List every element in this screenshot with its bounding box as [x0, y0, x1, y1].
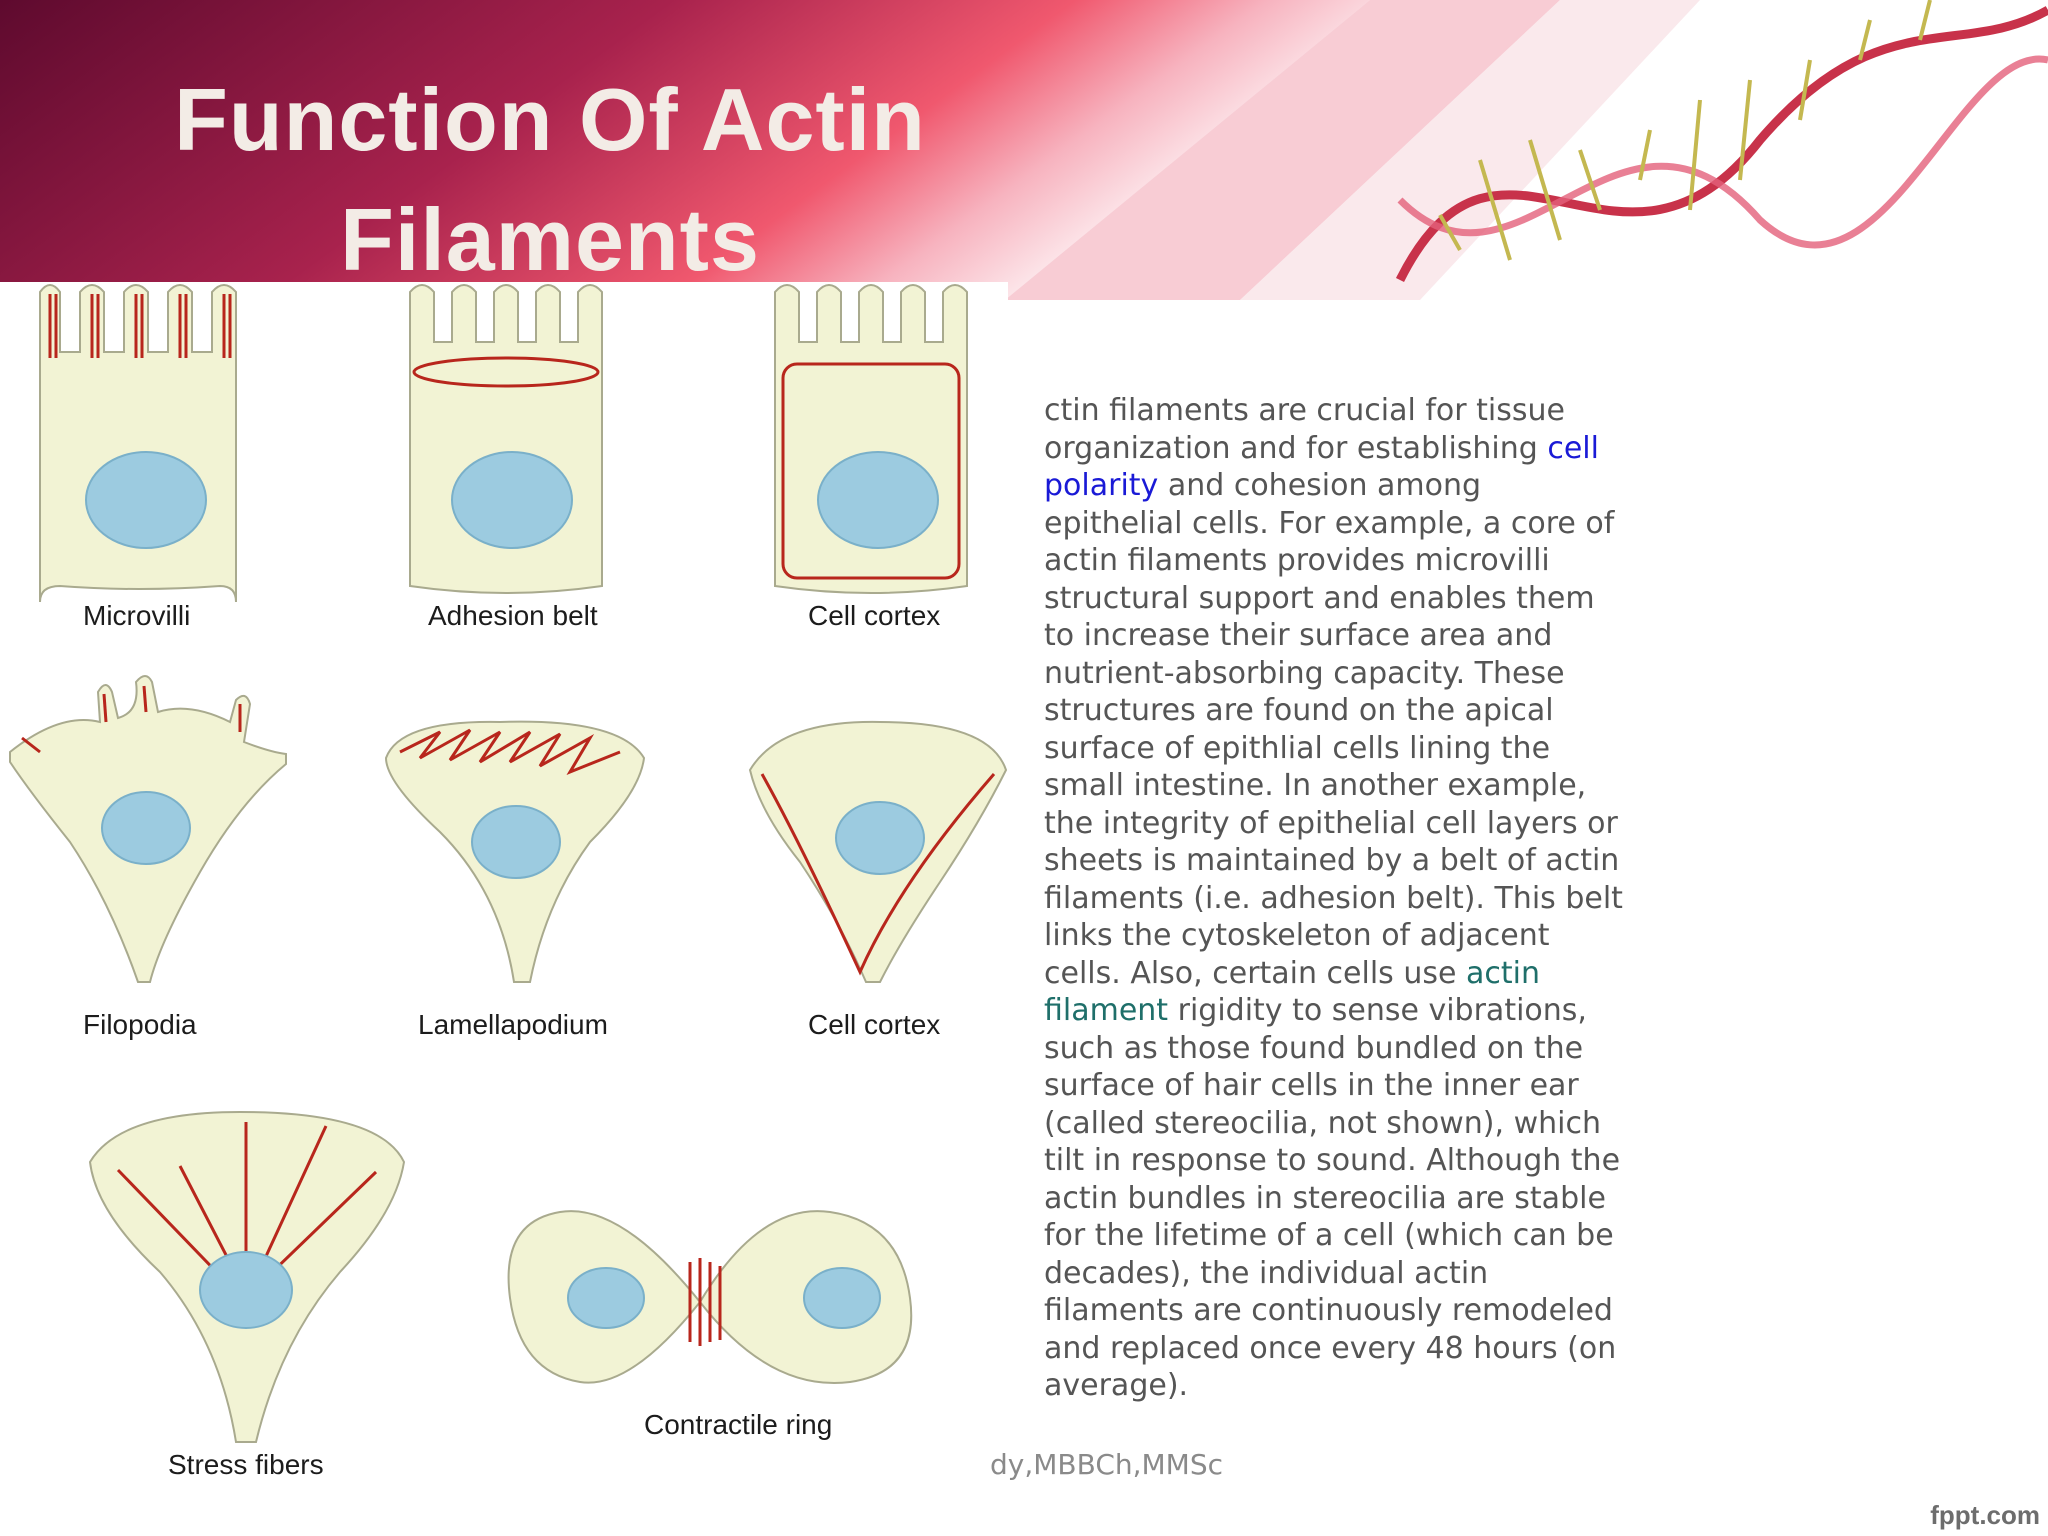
nucleus-cortex-1	[817, 451, 939, 549]
actin-structures-figure: Microvilli Adhesion belt Cell cortex Fil…	[9, 284, 1008, 1480]
brand-watermark: fppt.com	[1930, 1500, 2040, 1530]
nucleus-ring-left	[567, 1267, 645, 1329]
cortex-actin-2	[760, 773, 996, 976]
cortex-actin-1	[781, 362, 961, 580]
microvilli-cell	[39, 284, 237, 603]
label-contractile-ring: Contractile ring	[644, 1409, 832, 1440]
dna-helix-icon	[1395, 0, 2048, 283]
label-adhesion-belt: Adhesion belt	[428, 600, 598, 631]
nucleus-lamellapodium	[471, 805, 561, 879]
label-cell-cortex-1: Cell cortex	[808, 600, 940, 631]
title-line-1: Function Of Actin	[174, 70, 926, 169]
title-line-2: Filaments	[340, 190, 760, 289]
microvilli-actin	[48, 294, 232, 358]
label-microvilli: Microvilli	[83, 600, 190, 631]
cell-polarity-link[interactable]: cell polarity	[1044, 430, 1599, 504]
adhesion-belt-actin	[412, 356, 600, 388]
body-text-part-3: rigidity to sense vibrations, such as th…	[1044, 993, 1621, 1403]
nucleus-ring-right	[803, 1267, 881, 1329]
nucleus-stress-fibers	[199, 1251, 293, 1329]
body-text-part-1: ctin filaments are crucial for tissue or…	[1044, 393, 1565, 466]
nucleus-adhesion-belt	[451, 451, 573, 549]
label-cell-cortex-2: Cell cortex	[808, 1009, 940, 1040]
body-text-part-2: and cohesion among epithelial cells. For…	[1044, 468, 1623, 991]
label-stress-fibers: Stress fibers	[168, 1449, 324, 1480]
lamellapodium-actin	[399, 728, 621, 776]
label-filopodia: Filopodia	[83, 1009, 197, 1040]
actin-filament-link[interactable]: actin filament	[1044, 955, 1540, 1029]
nucleus-microvilli	[85, 451, 207, 549]
header-banner	[0, 0, 2048, 300]
label-lamellapodium: Lamellapodium	[418, 1009, 608, 1040]
nucleus-cortex-2	[835, 801, 925, 875]
footer-author: dy,MBBCh,MMSc	[990, 1448, 1224, 1481]
nucleus-filopodia	[101, 791, 191, 865]
filopodia-actin	[21, 685, 242, 754]
body-paragraph: ctin filaments are crucial for tissue or…	[1044, 392, 1624, 1405]
contractile-ring-actin	[688, 1258, 722, 1346]
slide-title: Function Of Actin Filaments	[100, 60, 1000, 300]
